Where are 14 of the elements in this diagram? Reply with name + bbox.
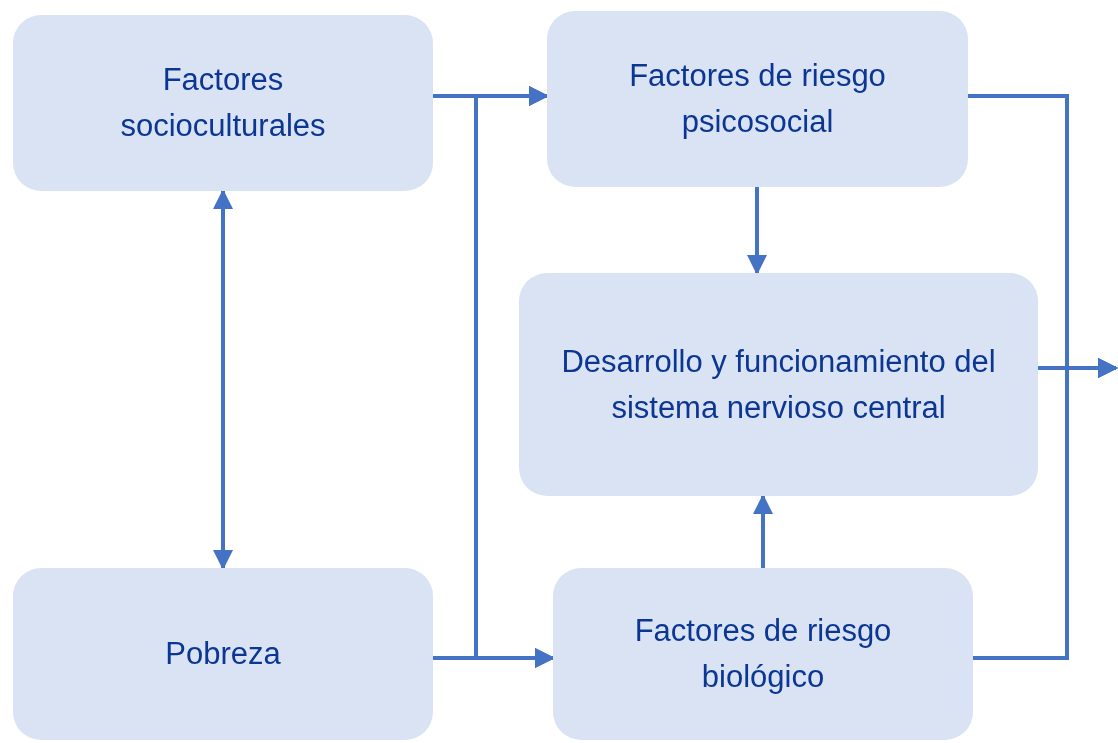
- arrow: [747, 187, 767, 275]
- arrow: [753, 494, 773, 568]
- box-label: Factores de riesgo psicosocial: [628, 57, 887, 141]
- box-label: Desarrollo y funcionamiento del sistema nervioso central: [560, 342, 997, 427]
- arrow: [213, 189, 233, 570]
- box-label: Factores de riesgo biológico: [633, 612, 893, 696]
- process-box: [519, 273, 1038, 496]
- box-label: Pobreza: [165, 635, 281, 673]
- process-box: [13, 15, 433, 191]
- process-box: [13, 568, 433, 740]
- process-box: [553, 568, 973, 740]
- arrow: [1038, 358, 1118, 378]
- process-box: [547, 11, 968, 187]
- box-label: Factores socioculturales: [119, 61, 327, 145]
